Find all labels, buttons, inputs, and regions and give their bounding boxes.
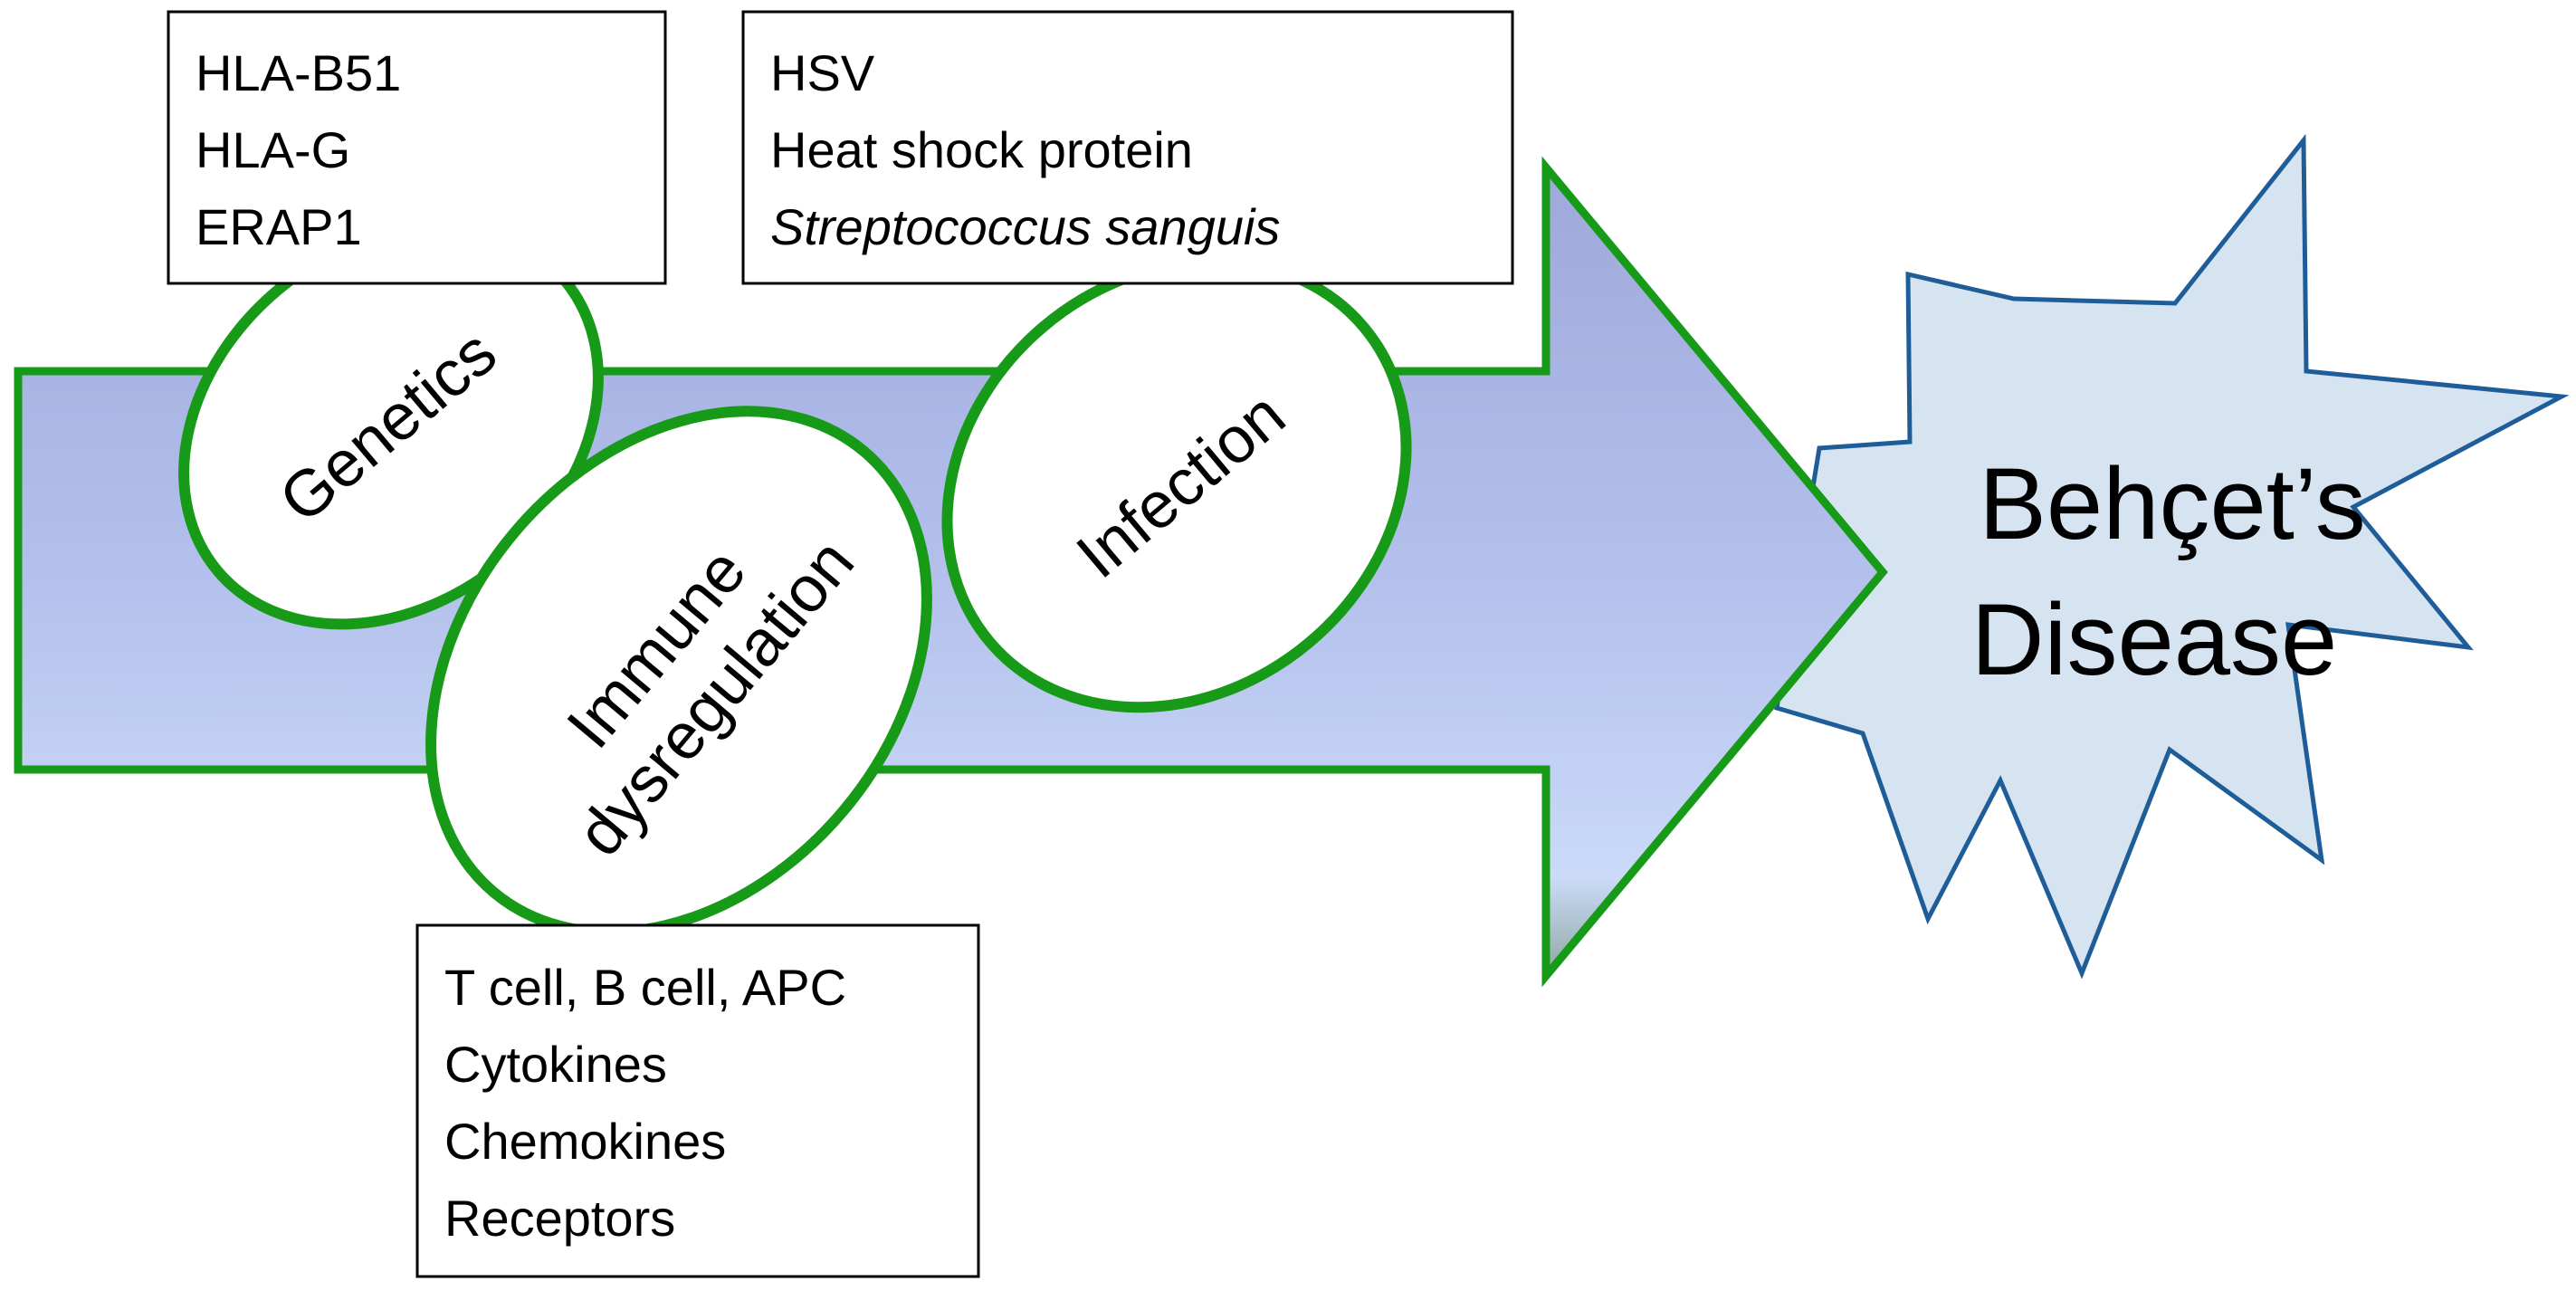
genetics-item: HLA-B51 xyxy=(196,44,401,101)
disease-title-line2: Disease xyxy=(1971,583,2338,696)
behcets-disease-starburst xyxy=(1774,133,2570,980)
genetics-item: HLA-G xyxy=(196,121,350,178)
infection-item: Streptococcus sanguis xyxy=(770,198,1280,255)
genetics-factors-box: HLA-B51 HLA-G ERAP1 xyxy=(167,10,667,285)
genetics-item: ERAP1 xyxy=(196,198,362,255)
infection-item: HSV xyxy=(770,44,875,101)
infection-oval: Infection xyxy=(941,255,1412,713)
immune-item: Receptors xyxy=(444,1190,675,1247)
disease-title-line1: Behçet’s xyxy=(1979,447,2366,560)
immune-item: T cell, B cell, APC xyxy=(444,959,846,1016)
immune-item: Chemokines xyxy=(444,1113,726,1170)
infection-factors-box: HSV Heat shock protein Streptococcus san… xyxy=(741,10,1514,285)
immune-factors-box: T cell, B cell, APC Cytokines Chemokines… xyxy=(415,923,980,1278)
immune-dysregulation-oval: Immune dysregulation xyxy=(425,406,932,938)
infection-item: Heat shock protein xyxy=(770,121,1193,178)
immune-item: Cytokines xyxy=(444,1036,667,1093)
